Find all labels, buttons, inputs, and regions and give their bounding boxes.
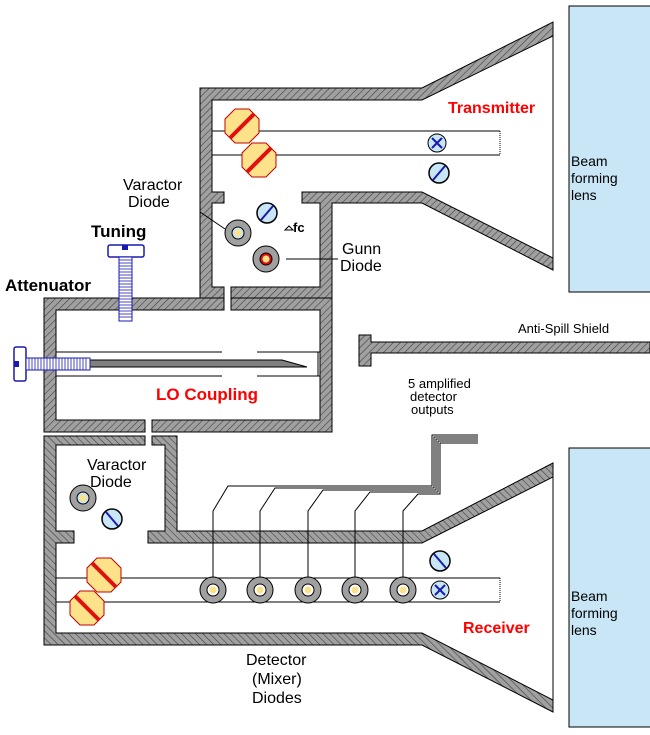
detector-output-wires [212,434,478,578]
rx-tuning-screw[interactable] [69,590,105,626]
anti-spill-shield [358,334,650,367]
fc-label: fc [293,220,305,235]
rx-varactor-label: Varactor Diode [87,457,151,491]
varactor-leader-line [199,211,226,230]
rx-slot-screw[interactable] [429,550,451,572]
attenuator-screw[interactable] [13,346,91,382]
rx-lens-label: Beam forming lens [571,588,622,638]
transmitter-label: Transmitter [448,100,535,117]
rx-tuning-screw[interactable] [86,557,122,593]
tx-varactor-label: Varactor Diode [123,177,187,211]
fc-slot-screw[interactable] [256,202,278,224]
detector-diodes [199,576,417,604]
tx-varactor-diode [224,219,252,247]
gunn-label: Gunn Diode [340,241,386,275]
detector-diode [341,576,369,604]
rx-cross-screw[interactable] [430,580,450,600]
tuning-label: Tuning [91,222,146,241]
attenuator-probe [57,359,308,368]
rx-beam-forming-lens [568,447,650,728]
attenuator-label: Attenuator [5,276,91,295]
tuning-screw[interactable] [107,244,145,322]
tx-cross-screw[interactable] [427,133,447,153]
tx-slot-screw[interactable] [428,162,450,184]
gunn-diode [252,245,280,273]
tx-tuning-screw[interactable] [241,142,277,178]
detector-diode [199,576,227,604]
detector-diodes-label: Detector (Mixer) Diodes [246,652,311,707]
rx-varactor-slot-screw[interactable] [101,508,123,530]
detector-diode [294,576,322,604]
receiver-housing [43,435,554,713]
tx-tuning-screw[interactable] [224,108,260,144]
lo-coupling-label: LO Coupling [156,385,258,404]
detector-outputs-label: 5 amplified detector outputs [408,376,475,417]
detector-diode [389,576,417,604]
tx-top-wall [199,21,554,299]
tx-bottom-wall [230,191,554,299]
detector-diode [246,576,274,604]
delta-icon [283,225,295,231]
rx-varactor-diode [69,484,97,512]
tx-lens-label: Beam forming lens [571,153,622,203]
receiver-label: Receiver [463,620,530,637]
anti-spill-label: Anti-Spill Shield [518,321,609,336]
tx-beam-forming-lens [568,5,650,293]
